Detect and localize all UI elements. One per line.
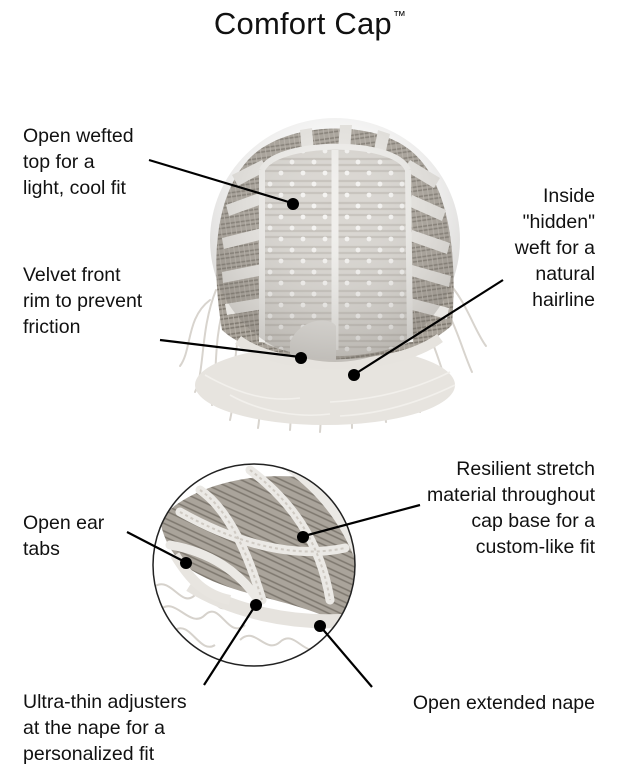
label-velvet-front-rim: Velvet front rim to prevent friction — [23, 264, 143, 338]
label-open-ear-tabs: Open ear tabs — [23, 512, 105, 560]
dot-open-wefted-top — [287, 198, 299, 210]
title-text: Comfort Cap — [213, 6, 392, 41]
detail-circle-outline — [152, 463, 356, 667]
dot-velvet-front-rim — [295, 352, 307, 364]
front-rim-band — [234, 333, 443, 370]
top-wig-image — [179, 118, 487, 433]
leader-dots — [180, 198, 360, 632]
dot-open-ear-tabs — [180, 557, 192, 569]
dot-resilient-stretch — [297, 531, 309, 543]
nape-detail-image — [152, 463, 356, 667]
page-title: Comfort Cap™ — [0, 6, 620, 42]
dot-open-extended-nape — [314, 620, 326, 632]
label-open-extended-nape: Open extended nape — [412, 692, 595, 714]
leader-resilient-stretch — [303, 503, 421, 538]
dot-inside-hidden-weft — [348, 369, 360, 381]
nape-cap-base — [160, 476, 355, 640]
leader-lines — [126, 158, 504, 688]
leader-open-ear-tabs — [126, 531, 186, 563]
label-ultra-thin-adjusters: Ultra-thin adjusters at the nape for a p… — [23, 691, 187, 765]
leader-open-wefted-top — [148, 158, 293, 205]
cap-shading — [210, 118, 460, 362]
label-inside-hidden-weft: Inside "hidden" weft for a natural hairl… — [514, 185, 595, 311]
ear-tab — [170, 552, 232, 605]
label-resilient-stretch: Resilient stretch material throughout ca… — [426, 458, 595, 558]
leader-velvet-front-rim — [159, 338, 301, 359]
label-open-wefted-top: Open wefted top for a light, cool fit — [23, 125, 134, 199]
leader-open-extended-nape — [319, 625, 373, 688]
leader-inside-hidden-weft — [354, 279, 504, 375]
hair-volume — [195, 345, 455, 425]
leader-ultra-thin-adjusters — [203, 605, 256, 686]
hair-strands — [204, 371, 456, 417]
trademark-symbol: ™ — [392, 8, 407, 23]
nape-strap-stitching — [179, 469, 346, 601]
dot-ultra-thin-adjusters — [250, 599, 262, 611]
